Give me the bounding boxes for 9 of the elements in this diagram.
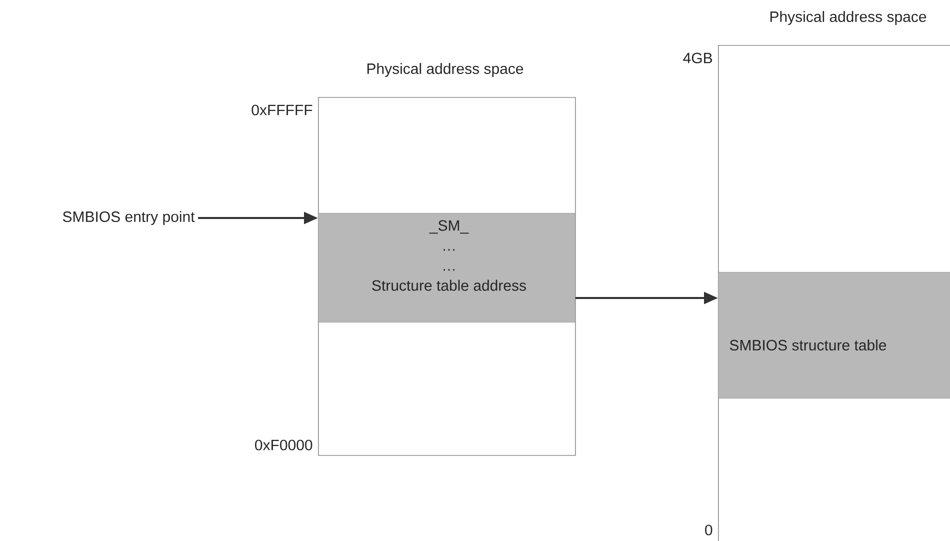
address-label: 4GB [683, 52, 712, 64]
address-label: 0 [705, 524, 712, 536]
memory-region: SMBIOS structure table [718, 272, 950, 398]
address-label: 0xF0000 [255, 440, 312, 450]
memory-region: _SM_ … … Structure table address [318, 213, 576, 322]
pointer-label: SMBIOS entry point [62, 211, 195, 225]
address-label: 0xFFFFF [252, 104, 312, 116]
box-heading: Physical address space [367, 63, 524, 77]
box-heading: Physical address space [770, 11, 926, 25]
